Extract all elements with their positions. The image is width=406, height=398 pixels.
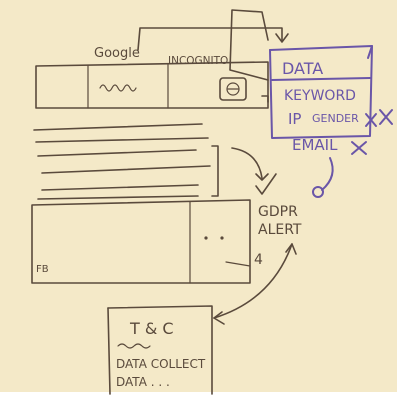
result-line: [33, 123, 203, 131]
incognito-icon: [219, 77, 247, 101]
result-line: [41, 165, 211, 174]
lock-icon: [312, 186, 324, 198]
data-gender: GENDER: [312, 112, 359, 125]
arrowhead-gdpr-up: [285, 243, 297, 255]
alert-sign: 4: [254, 252, 263, 268]
browser-search-bar: Google INCOGNITO: [35, 46, 269, 109]
gender-cross-out: [365, 113, 377, 127]
result-line: [37, 195, 199, 200]
result-line: [37, 149, 197, 157]
search-query-scribble: [99, 84, 137, 92]
data-box-title-rule: [271, 77, 371, 81]
data-box: DATA KEYWORD IP GENDER EMAIL: [269, 45, 393, 155]
flow-arrows: [137, 9, 334, 325]
result-line: [35, 137, 209, 143]
data-box-outline: [269, 45, 373, 139]
results-bracket: [211, 145, 219, 197]
face-eye-left: [204, 236, 208, 240]
result-line: [41, 184, 199, 191]
arrow-data-to-gdpr: [321, 157, 334, 191]
gdpr-alert: GDPR ALERT 4: [254, 204, 302, 268]
page-with-popup: FB: [31, 199, 251, 284]
face-eye-right: [220, 236, 224, 240]
terms-scribble: [117, 343, 151, 349]
incognito-label: INCOGNITO: [168, 55, 228, 67]
terms-title: T & C: [129, 319, 174, 338]
gdpr-label: GDPR: [258, 204, 298, 220]
arrow-incognito-to-data: [229, 9, 269, 81]
data-box-title: DATA: [282, 59, 323, 78]
terms-line-data: DATA . . .: [116, 375, 170, 389]
data-ip: IP: [288, 110, 301, 128]
check-icon: [255, 173, 277, 195]
terms-box-outline: [107, 305, 213, 395]
terms-box-left-edge: [107, 307, 111, 395]
arrow-google-to-data: [137, 27, 283, 51]
data-keyword: KEYWORD: [284, 88, 356, 104]
pointer-line: [225, 261, 251, 267]
email-cross-out: [351, 141, 367, 155]
paper-edge-bottom: [0, 392, 406, 398]
data-email: EMAIL: [292, 136, 338, 154]
search-bar-outline: [35, 61, 269, 109]
terms-line-data-collect: DATA COLLECT: [116, 357, 206, 371]
page-outline: [31, 199, 251, 284]
arrowhead-data-top: [275, 33, 289, 43]
arrow-gdpr-to-terms: [213, 243, 293, 319]
gender-x-mark: [379, 109, 393, 125]
arrowhead-gdpr: [255, 173, 269, 181]
search-results: [33, 123, 219, 200]
terms-box: T & C DATA COLLECT DATA . . .: [107, 305, 213, 395]
fb-label: FB: [36, 264, 49, 275]
paper-edge-right: [397, 0, 406, 398]
arrow-results-to-data: [261, 95, 269, 103]
arrow-results-to-gdpr: [231, 147, 263, 179]
alert-label: ALERT: [258, 222, 302, 238]
google-label: Google: [94, 46, 140, 61]
arrowhead-terms: [213, 311, 225, 325]
